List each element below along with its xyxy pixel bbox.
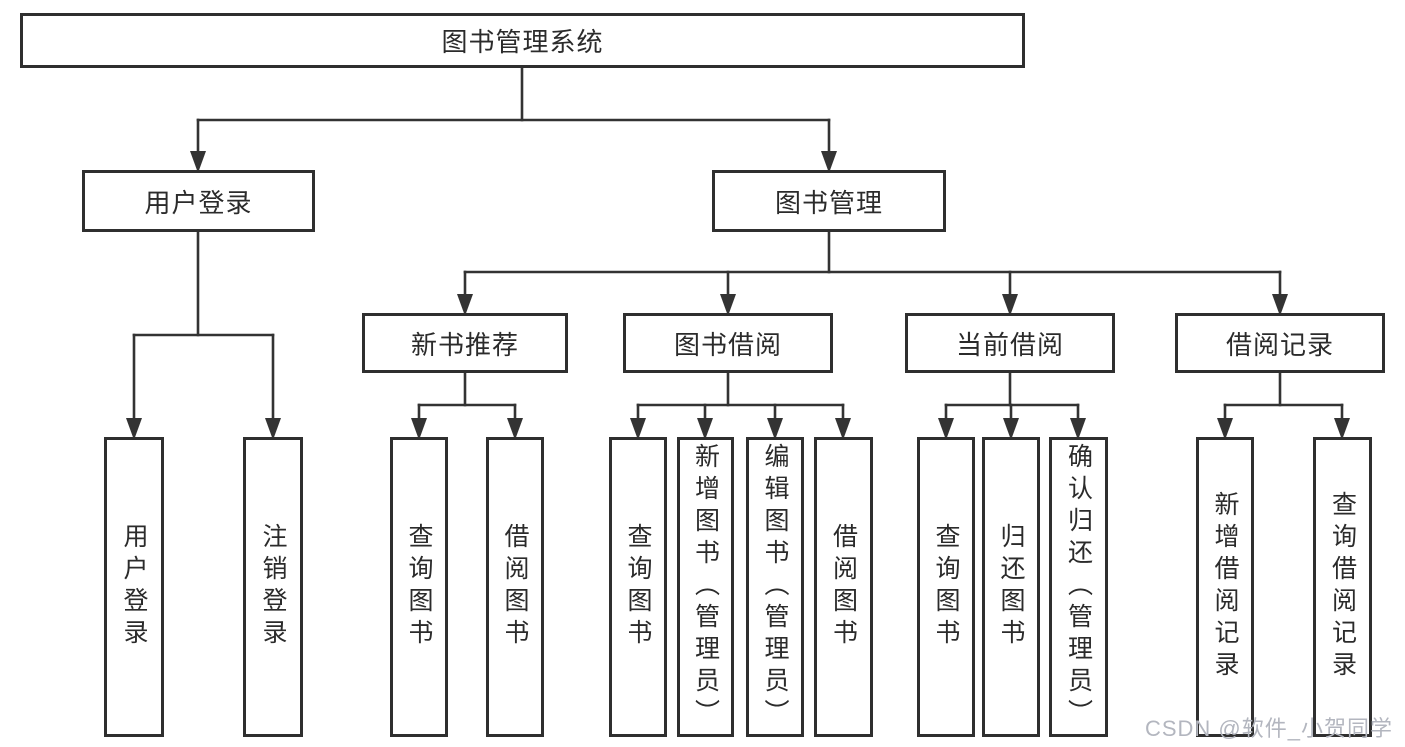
node-user-login: 用户登录 [82,170,315,232]
csdn-watermark: CSDN @软件_小贺同学 [1144,716,1393,741]
leaf-query-borrow-record: 查询借阅记录 [1313,437,1372,737]
leaf-query-books-borrow: 查询图书 [609,437,667,737]
node-root: 图书管理系统 [20,13,1025,68]
leaf-confirm-return-admin: 确认归还（管理员） [1049,437,1108,737]
node-new-book-recommendation: 新书推荐 [362,313,568,373]
leaf-logout: 注销登录 [243,437,303,737]
leaf-query-books-recommend: 查询图书 [390,437,448,737]
node-book-borrowing: 图书借阅 [623,313,833,373]
leaf-borrow-books-borrow: 借阅图书 [814,437,873,737]
leaf-borrow-books-recommend: 借阅图书 [486,437,544,737]
leaf-return-books: 归还图书 [982,437,1040,737]
leaf-add-books-admin: 新增图书（管理员） [677,437,734,737]
leaf-add-borrow-record: 新增借阅记录 [1196,437,1254,737]
leaf-user-login: 用户登录 [104,437,164,737]
node-borrowing-records: 借阅记录 [1175,313,1385,373]
node-current-borrowing: 当前借阅 [905,313,1115,373]
leaf-query-books-current: 查询图书 [917,437,975,737]
node-book-management: 图书管理 [712,170,946,232]
leaf-edit-books-admin: 编辑图书（管理员） [746,437,804,737]
